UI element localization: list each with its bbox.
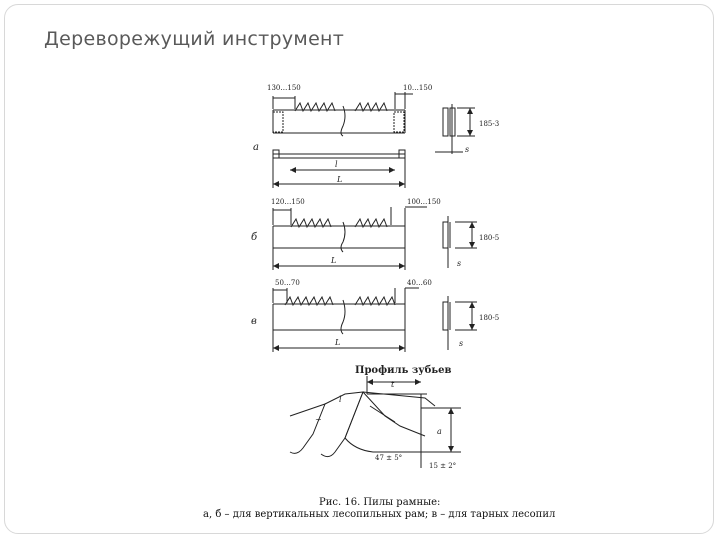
saw-c-dim-right: 40…60: [407, 279, 432, 287]
saw-c-dim-left: 50…70: [275, 279, 300, 287]
caption-title: Рис. 16. Пилы рамные:: [319, 497, 441, 508]
profile-length: l: [339, 395, 342, 404]
saw-a-letter: а: [253, 142, 259, 153]
profile-angle-2: 15 ± 2°: [429, 462, 456, 470]
saw-a-drawing: [272, 92, 475, 188]
saw-b-length: L: [330, 256, 336, 265]
saw-b-dim-left: 120…150: [271, 198, 305, 206]
saw-c-drawing: [272, 287, 477, 352]
profile-pitch: t: [391, 380, 395, 389]
profile-angle: 47 ± 5°: [375, 454, 402, 462]
saw-b-dim-right: 100…150: [407, 198, 441, 206]
saw-c-dim-side: 180-5: [479, 314, 499, 322]
slide-frame: [4, 4, 714, 534]
profile-tilde: ~: [315, 415, 322, 424]
saw-figure: 130…150 10…150 185-3 s а l L 120…150 100…: [195, 76, 525, 491]
saw-a-dim-side: 185-3: [479, 120, 499, 128]
saw-a-dim-left: 130…150: [267, 84, 301, 92]
slide-title: Дереворежущий инструмент: [44, 28, 345, 50]
saw-b-drawing: [272, 206, 477, 270]
saw-b-letter: б: [251, 232, 258, 243]
saw-c-length: L: [334, 338, 340, 347]
profile-title: Профиль зубьев: [355, 365, 451, 376]
saw-a-length-total: L: [336, 175, 342, 184]
saw-a-thickness: s: [465, 145, 469, 154]
tooth-profile-drawing: [289, 376, 461, 468]
saw-diagram: 130…150 10…150 185-3 s а l L 120…150 100…: [251, 84, 499, 470]
profile-height: a: [437, 427, 442, 436]
saw-b-thickness: s: [457, 259, 461, 268]
caption-description: а, б – для вертикальных лесопильных рам;…: [203, 509, 556, 520]
saw-a-dim-right: 10…150: [403, 84, 432, 92]
saw-c-thickness: s: [459, 339, 463, 348]
saw-b-dim-side: 180-5: [479, 234, 499, 242]
saw-a-length-inner: l: [335, 160, 338, 169]
saw-c-letter: в: [251, 316, 257, 327]
